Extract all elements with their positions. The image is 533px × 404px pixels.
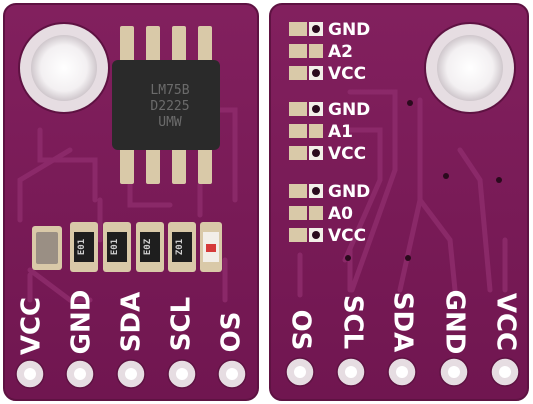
label-a1-vcc: VCC	[328, 144, 366, 164]
label-a0-gnd: GND	[328, 182, 370, 202]
label-a1-gnd: GND	[328, 100, 370, 120]
front-label-sda: SDA	[117, 292, 147, 352]
back-board: GND A2 VCC GND A1 VCC GND A0 VCC OS SCL …	[269, 3, 529, 401]
address-jumper-pads	[289, 22, 323, 242]
lm75b-chip: LM75B D2225 UMW	[112, 26, 220, 184]
back-mounting-hole	[424, 22, 516, 114]
front-label-os: OS	[217, 312, 247, 353]
resistor-3: E0Z	[136, 222, 164, 272]
back-label-scl: SCL	[338, 295, 368, 349]
resistor-1: E01	[70, 222, 98, 272]
label-a0-vcc: VCC	[328, 226, 366, 246]
front-mounting-hole	[18, 22, 110, 114]
capacitor	[32, 226, 62, 270]
front-board: LM75B D2225 UMW E01 E01 E0Z Z01	[3, 3, 259, 401]
label-a1: A1	[328, 122, 353, 142]
address-labels: GND A2 VCC GND A1 VCC GND A0 VCC	[328, 20, 370, 246]
back-header-pads	[285, 357, 520, 387]
front-label-scl: SCL	[167, 297, 197, 351]
svg-text:E01: E01	[77, 239, 87, 255]
resistor-2: E01	[103, 222, 131, 272]
chip-marking-line-1: LM75B	[150, 83, 189, 98]
label-a2-gnd: GND	[328, 20, 370, 40]
svg-text:E0Z: E0Z	[143, 238, 153, 255]
front-pin-labels: VCC GND SDA SCL OS	[17, 290, 247, 355]
resistor-4: Z01	[168, 222, 196, 272]
label-a2-vcc: VCC	[328, 64, 366, 84]
back-label-vcc: VCC	[491, 293, 521, 351]
chip-marking-line-2: D2225	[150, 99, 189, 114]
back-pin-labels: OS SCL SDA GND VCC	[286, 290, 521, 355]
svg-text:Z01: Z01	[175, 239, 185, 255]
chip-marking-line-3: UMW	[158, 115, 182, 130]
back-label-os: OS	[286, 310, 316, 351]
power-led	[200, 222, 222, 272]
label-a2: A2	[328, 42, 353, 62]
label-a0: A0	[328, 204, 353, 224]
front-label-vcc: VCC	[17, 297, 47, 355]
front-label-gnd: GND	[67, 290, 97, 355]
svg-text:E01: E01	[110, 239, 120, 255]
back-label-gnd: GND	[440, 290, 470, 355]
back-label-sda: SDA	[388, 292, 418, 352]
front-header-pads	[15, 359, 247, 389]
